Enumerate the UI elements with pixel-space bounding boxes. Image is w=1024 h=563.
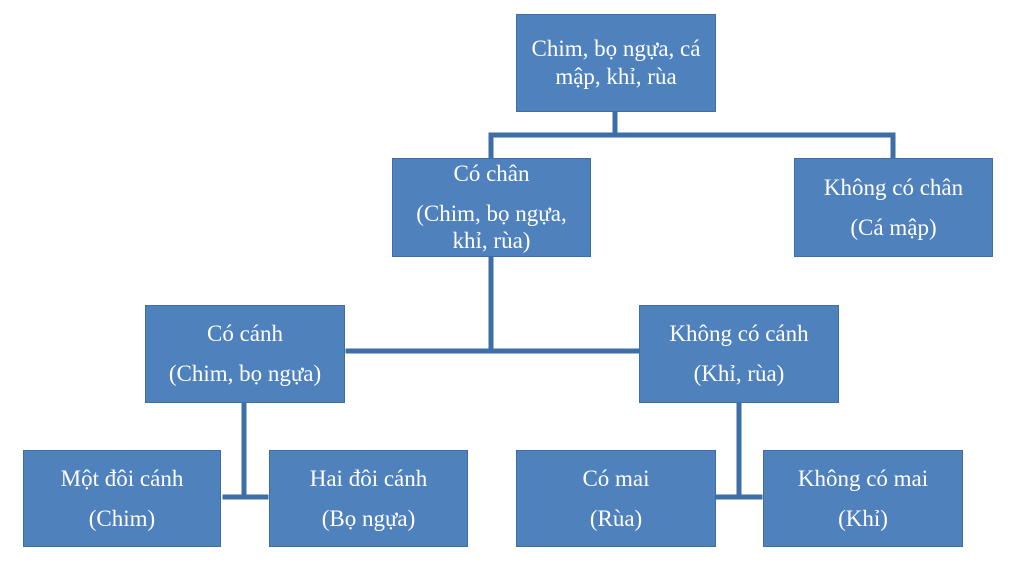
node-khong-co-canh-detail: (Khỉ, rùa)	[693, 361, 785, 386]
node-co-chan: Có chân (Chim, bọ ngựa, khỉ, rùa)	[392, 158, 591, 257]
node-co-chan-detail-line2: khỉ, rùa)	[452, 228, 531, 254]
node-co-mai-title: Có mai	[582, 465, 650, 491]
node-khong-co-mai-detail: (Khỉ)	[838, 505, 888, 531]
node-khong-co-mai: Không có mai (Khỉ)	[763, 450, 963, 547]
node-co-canh: Có cánh (Chim, bọ ngựa)	[145, 305, 345, 403]
node-root: Chim, bọ ngựa, cá mập, khỉ, rùa	[516, 14, 716, 112]
node-khong-co-chan-title: Không có chân	[823, 174, 964, 200]
node-mot-doi-canh-title: Một đôi cánh	[60, 465, 184, 491]
node-khong-co-mai-title: Không có mai	[797, 465, 929, 491]
node-co-mai: Có mai (Rùa)	[516, 450, 716, 547]
node-khong-co-canh-title: Không có cánh	[669, 321, 809, 347]
node-root-line1: Chim, bọ ngựa, cá	[531, 36, 701, 62]
node-co-canh-title: Có cánh	[206, 321, 283, 347]
node-mot-doi-canh-detail: (Chim)	[88, 505, 156, 531]
node-co-mai-detail: (Rùa)	[589, 505, 643, 531]
node-khong-co-chan-detail: (Cá mập)	[850, 214, 937, 240]
node-mot-doi-canh: Một đôi cánh (Chim)	[23, 450, 221, 547]
node-khong-co-canh: Không có cánh (Khỉ, rùa)	[639, 305, 839, 403]
node-co-canh-detail: (Chim, bọ ngựa)	[168, 361, 322, 386]
node-hai-doi-canh-detail: (Bọ ngựa)	[321, 505, 416, 531]
node-hai-doi-canh-title: Hai đôi cánh	[309, 465, 428, 491]
node-khong-co-chan: Không có chân (Cá mập)	[794, 158, 993, 257]
node-co-chan-title: Có chân	[453, 161, 530, 187]
node-root-line2: mập, khỉ, rùa	[555, 64, 677, 89]
node-hai-doi-canh: Hai đôi cánh (Bọ ngựa)	[269, 450, 468, 547]
node-co-chan-detail-line1: (Chim, bọ ngựa,	[416, 200, 567, 226]
